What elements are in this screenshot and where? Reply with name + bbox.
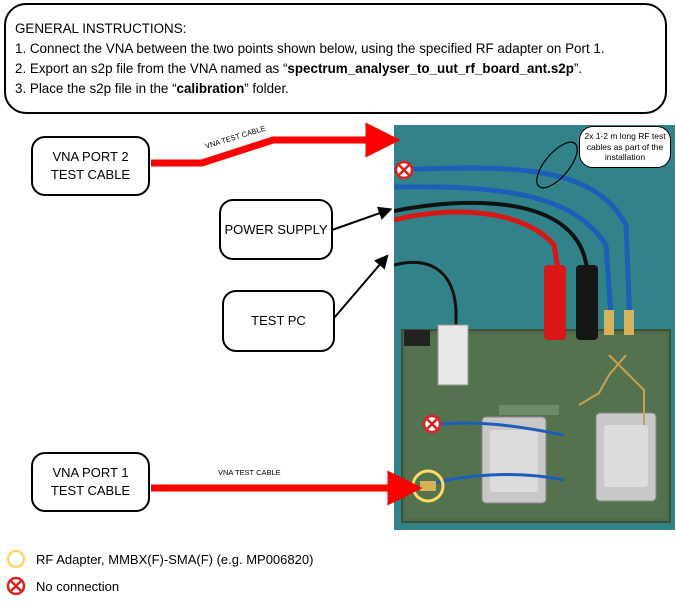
adapter-ring-icon — [6, 549, 26, 569]
instruction-step-2: 2. Export an s2p file from the VNA named… — [15, 61, 583, 76]
power-supply-box: POWER SUPPLY — [219, 199, 333, 260]
vna-port2-arrow — [151, 122, 401, 167]
s2p-filename: spectrum_analyser_to_uut_rf_board_ant.s2… — [287, 61, 574, 76]
no-connection-icon — [422, 414, 442, 434]
power-supply-arrow — [331, 206, 393, 231]
no-connection-icon — [6, 576, 26, 596]
test-jig-illustration — [394, 125, 675, 530]
calibration-folder: calibration — [176, 81, 245, 96]
legend-no-connection-text: No connection — [36, 578, 120, 594]
test-jig-photo — [394, 125, 675, 530]
vna-port1-line2: TEST CABLE — [50, 483, 131, 498]
power-supply-label: POWER SUPPLY — [224, 221, 328, 237]
test-pc-label: TEST PC — [251, 313, 306, 328]
vna-port1-line1: VNA PORT 1 — [52, 465, 129, 480]
instruction-step-1: 1. Connect the VNA between the two point… — [15, 41, 605, 56]
instructions-heading: GENERAL INSTRUCTIONS: — [15, 21, 187, 36]
cable-highlight-ellipse — [536, 141, 578, 189]
cable-label-bottom: VNA TEST CABLE — [218, 468, 281, 477]
instruction-step-3: 3. Place the s2p file in the “calibratio… — [15, 81, 289, 96]
vna-port2-line1: VNA PORT 2 — [52, 149, 129, 164]
test-pc-box: TEST PC — [222, 290, 335, 352]
vna-port2-line2: TEST CABLE — [50, 167, 131, 182]
no-connection-icon — [394, 160, 414, 180]
cables-note-bubble: 2x 1-2 m long RF test cables as part of … — [579, 126, 671, 168]
vna-port2-box: VNA PORT 2 TEST CABLE — [31, 136, 150, 196]
legend-no-connection: No connection — [6, 576, 119, 596]
legend-adapter: RF Adapter, MMBX(F)-SMA(F) (e.g. MP00682… — [6, 549, 313, 569]
vna-port1-box: VNA PORT 1 TEST CABLE — [31, 452, 150, 512]
test-pc-arrow — [333, 254, 389, 319]
legend-adapter-text: RF Adapter, MMBX(F)-SMA(F) (e.g. MP00682… — [36, 551, 314, 567]
instructions-panel: GENERAL INSTRUCTIONS: 1. Connect the VNA… — [4, 3, 667, 114]
